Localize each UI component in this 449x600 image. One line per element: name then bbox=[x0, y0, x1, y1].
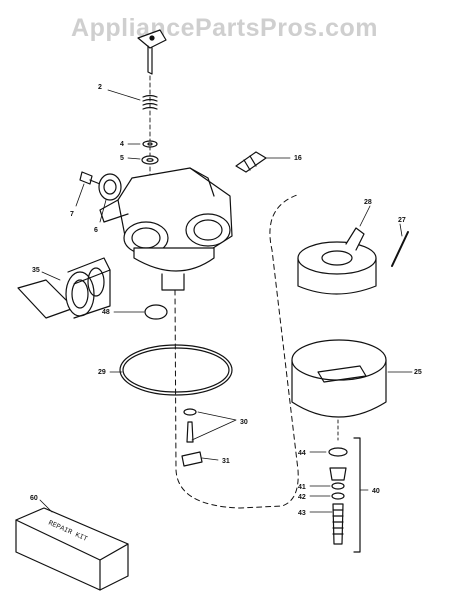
callout-2: 2 bbox=[98, 84, 102, 91]
needle-valve-parts bbox=[181, 408, 203, 467]
callout-31: 31 bbox=[222, 458, 230, 465]
float-pin-part bbox=[391, 231, 409, 267]
callout-25: 25 bbox=[414, 369, 422, 376]
callout-16: 16 bbox=[294, 155, 302, 162]
watermark-text: AppliancePartsPros.com bbox=[71, 14, 378, 42]
callout-35: 35 bbox=[32, 267, 40, 274]
throttle-lever-part bbox=[137, 29, 167, 75]
seal-part bbox=[144, 304, 168, 320]
callout-5: 5 bbox=[120, 155, 124, 162]
fuel-path-dashed bbox=[174, 193, 301, 509]
callout-40: 40 bbox=[372, 488, 380, 495]
fuel-fitting-part bbox=[235, 151, 267, 173]
callout-44: 44 bbox=[298, 450, 306, 457]
bowl-gasket-part bbox=[119, 344, 233, 396]
callout-7: 7 bbox=[70, 211, 74, 218]
intake-adapter-part bbox=[17, 257, 111, 319]
group-bracket bbox=[353, 437, 361, 553]
callout-29: 29 bbox=[98, 369, 106, 376]
float-part bbox=[297, 227, 377, 295]
callout-48: 48 bbox=[102, 309, 110, 316]
callout-42: 42 bbox=[298, 494, 306, 501]
bowl-nut-parts bbox=[328, 447, 348, 545]
carburetor-body-part bbox=[99, 167, 233, 291]
callout-30: 30 bbox=[240, 419, 248, 426]
callout-27: 27 bbox=[398, 217, 406, 224]
float-bowl-part bbox=[291, 339, 387, 418]
screw-part bbox=[79, 171, 101, 185]
leader-lines bbox=[39, 89, 413, 513]
callout-4: 4 bbox=[120, 141, 124, 148]
washer-parts bbox=[141, 140, 159, 165]
callout-28: 28 bbox=[364, 199, 372, 206]
welch-plug-part bbox=[98, 173, 122, 201]
callout-6: 6 bbox=[94, 227, 98, 234]
callout-60: 60 bbox=[30, 495, 38, 502]
repair-kit-box bbox=[15, 507, 129, 591]
callout-43: 43 bbox=[298, 510, 306, 517]
spring-part bbox=[142, 94, 158, 110]
callout-41: 41 bbox=[298, 484, 306, 491]
